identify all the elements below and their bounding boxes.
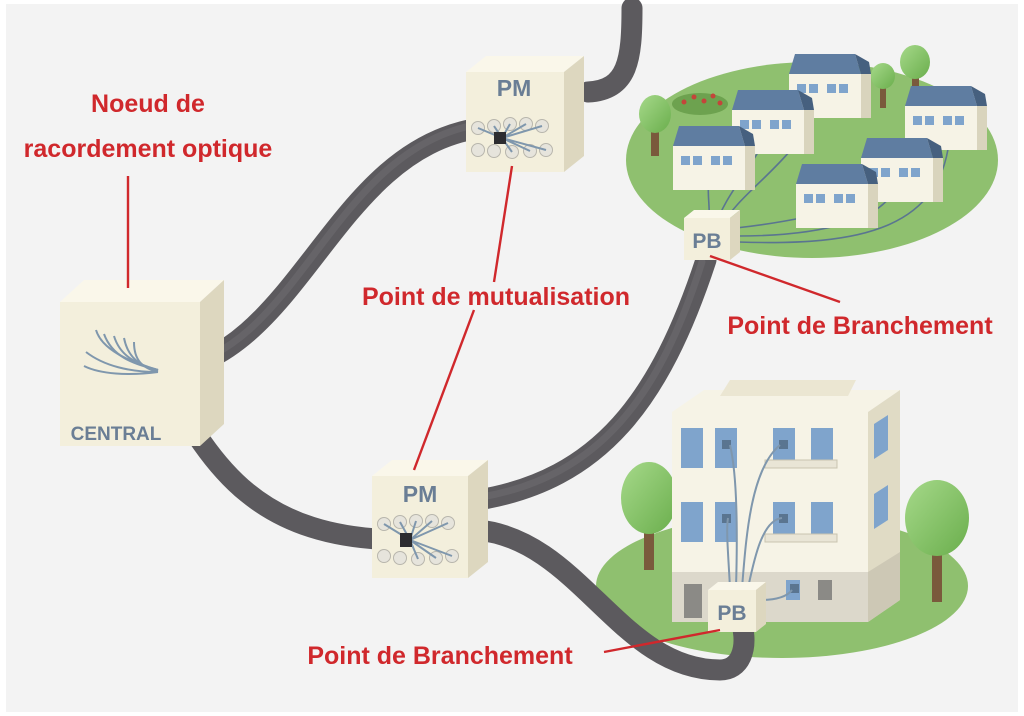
- cable-pm-top-upstream: [577, 0, 643, 103]
- apartment-building-icon: [672, 380, 900, 622]
- label-noeud-line1: Noeud de: [91, 90, 205, 118]
- label-point-mutualisation: Point de mutualisation: [362, 283, 630, 311]
- leader-pb-building: [603, 628, 721, 654]
- leader-lines: [126, 165, 841, 654]
- house-icon: [673, 126, 755, 190]
- splitter-ports-icon: [377, 514, 459, 566]
- leader-pb-houses: [709, 254, 841, 304]
- house-icon: [796, 164, 878, 228]
- pm-bottom-label: PM: [403, 481, 438, 507]
- tree-icon: [639, 95, 671, 156]
- splitter-ports-icon: [471, 117, 553, 159]
- pb-building-box: PB: [708, 582, 766, 632]
- pb-houses-box: PB: [684, 210, 740, 260]
- tree-icon: [905, 480, 969, 602]
- cable-pm-to-pb-building: [467, 519, 755, 681]
- label-point-branchement-bottom: Point de Branchement: [307, 642, 573, 670]
- tree-icon: [871, 63, 895, 108]
- leader-pm-top: [492, 165, 514, 283]
- flower-bush-icon: [672, 93, 728, 115]
- tree-icon: [621, 462, 677, 570]
- central-label: CENTRAL: [71, 424, 162, 445]
- pm-top-label: PM: [497, 75, 532, 101]
- tree-icon: [900, 45, 930, 92]
- central-fibers-icon: [83, 329, 159, 375]
- pb-houses-label: PB: [692, 230, 721, 253]
- building-area: [596, 380, 969, 658]
- pb-building-label: PB: [717, 602, 746, 625]
- label-noeud-line2: racordement optique: [24, 135, 273, 163]
- pm-top-box: PM: [466, 56, 584, 172]
- central-box: CENTRAL: [60, 280, 224, 446]
- label-point-branchement-right: Point de Branchement: [727, 312, 993, 340]
- pm-bottom-box: PM: [372, 460, 488, 578]
- leader-pm-bottom: [412, 309, 476, 471]
- diagram-labels: Noeud de racordement optique Point de mu…: [24, 90, 994, 670]
